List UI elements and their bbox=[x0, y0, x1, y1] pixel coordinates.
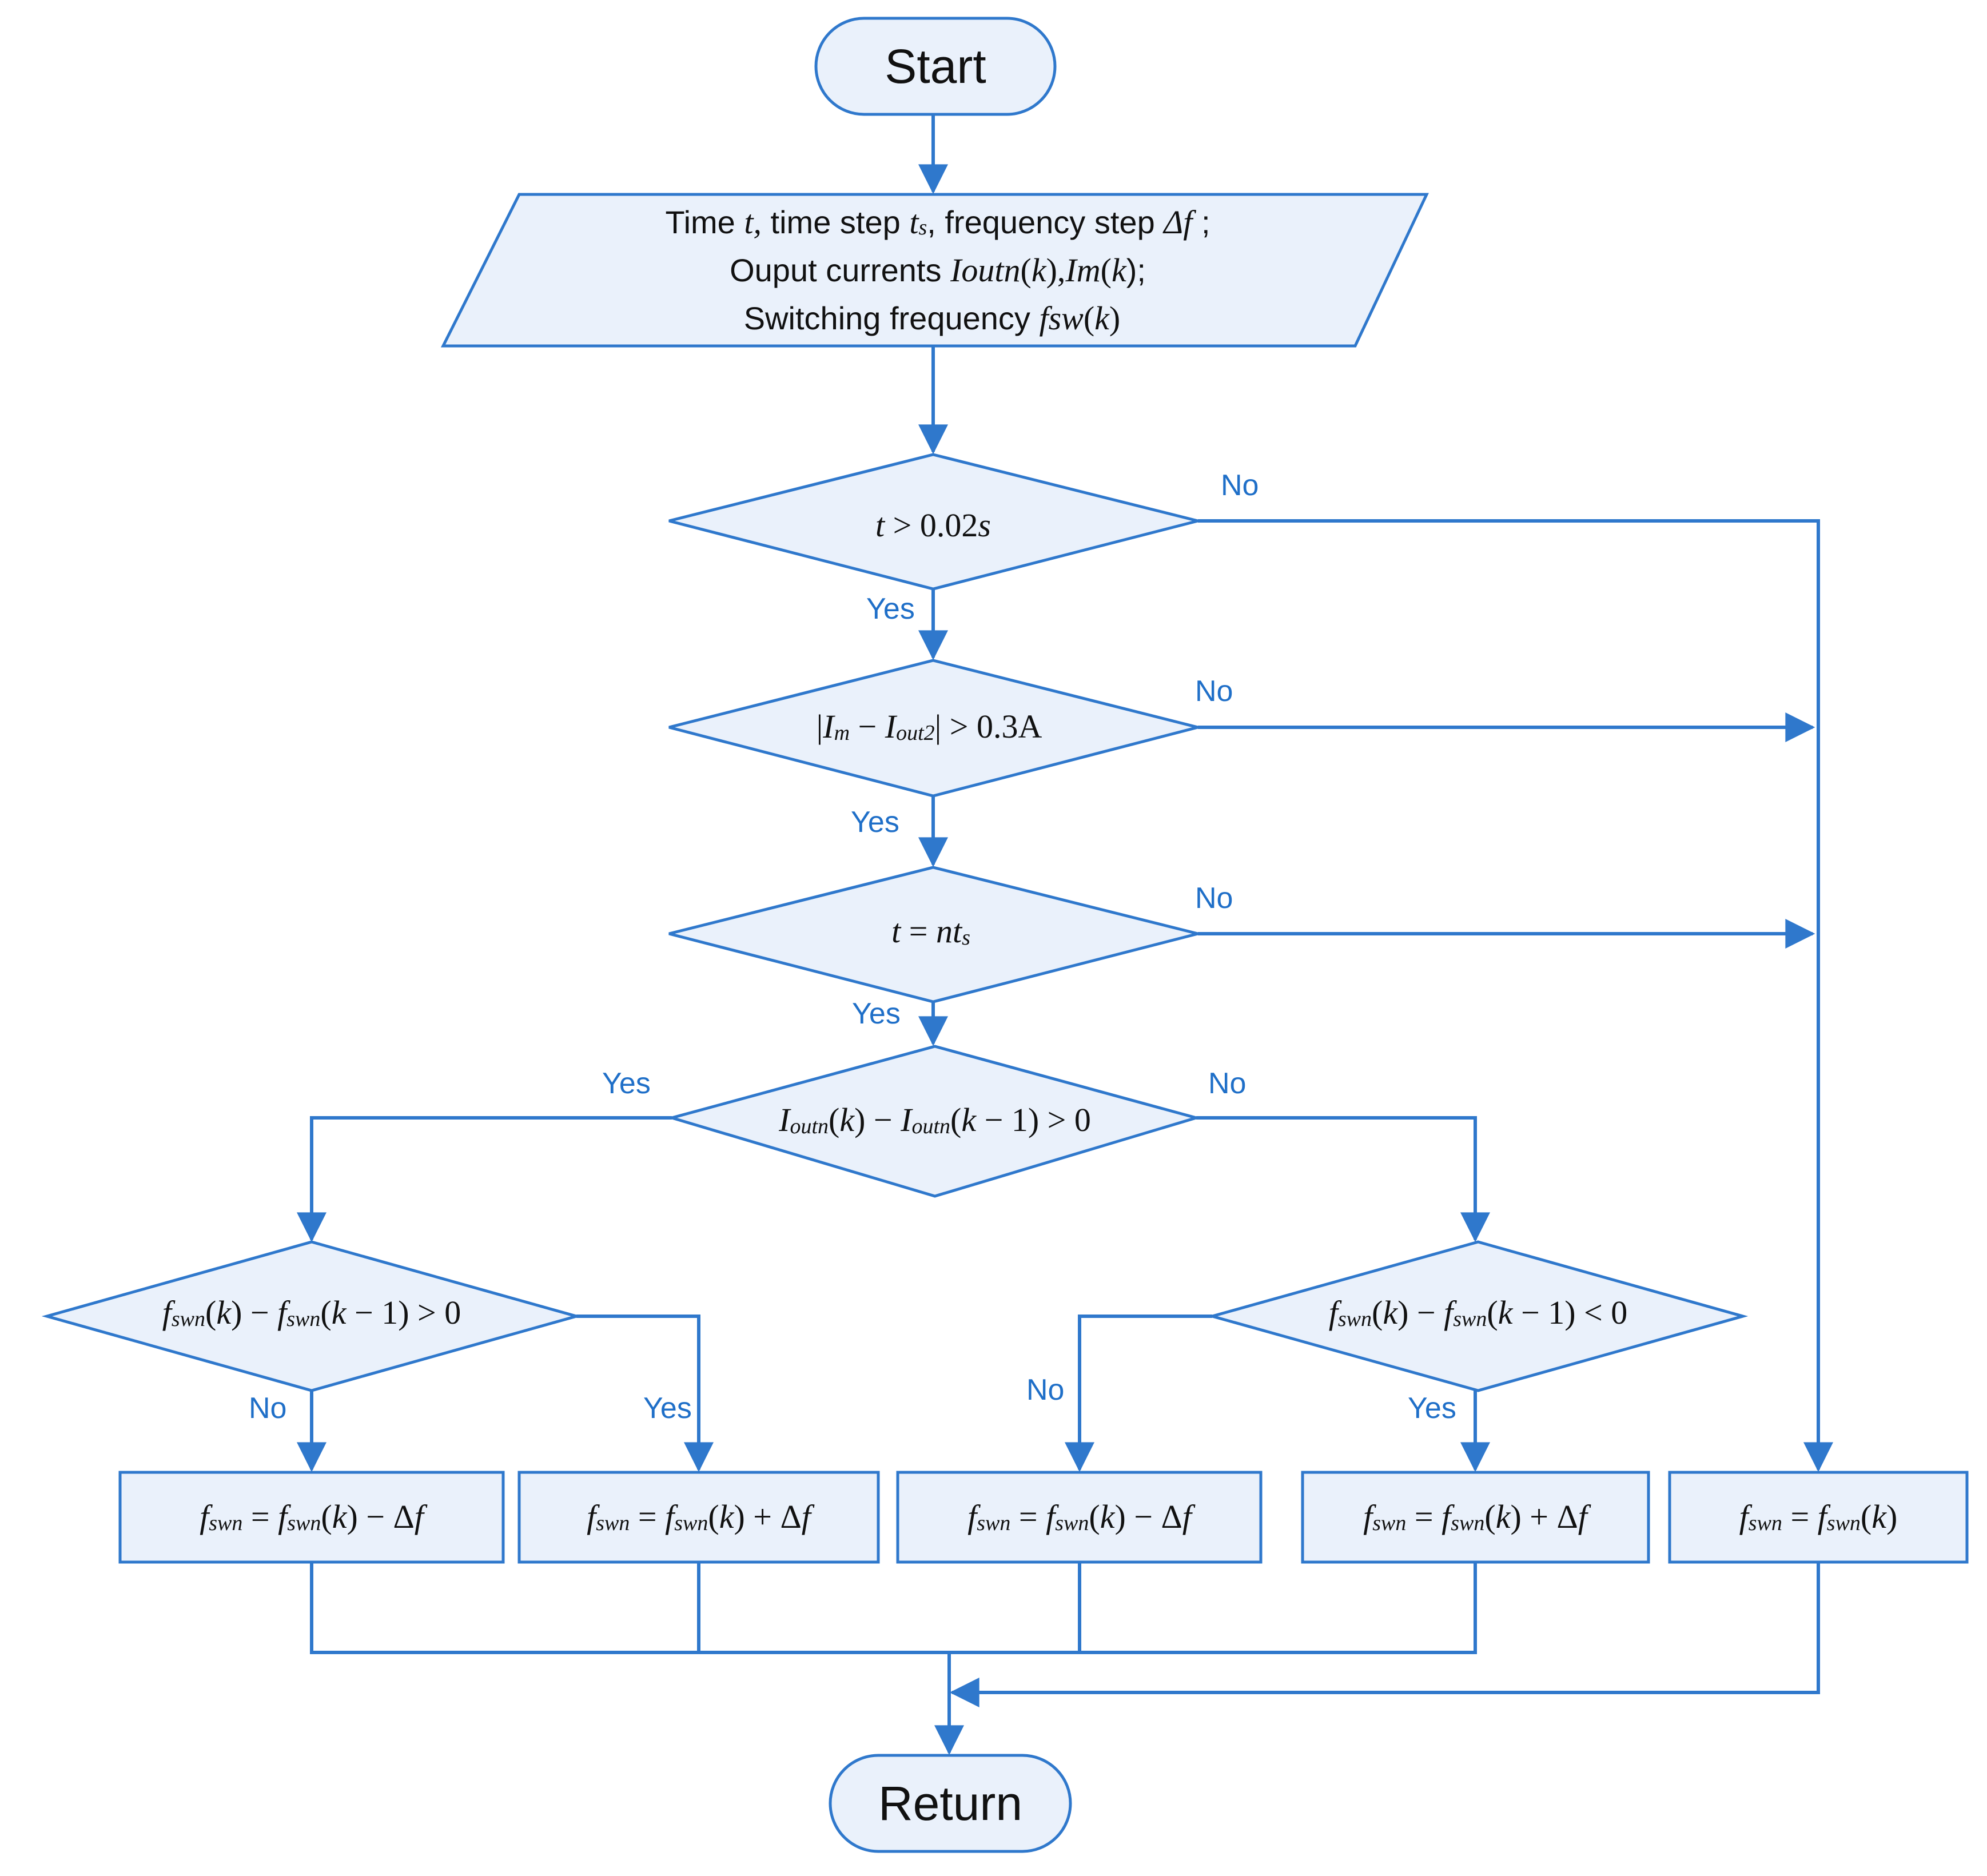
decision-current-error-text: |Im − Iout2| > 0.3A bbox=[817, 708, 1042, 746]
decision-freq-trend-pos: fswn(k) − fswn(k − 1) > 0 bbox=[41, 1240, 582, 1392]
start-terminal: Start bbox=[814, 17, 1057, 116]
label-d4-no: No bbox=[1208, 1067, 1246, 1100]
action-decrease-1-text: fswn = fswn(k) − Δf bbox=[200, 1498, 428, 1536]
return-label: Return bbox=[878, 1777, 1022, 1830]
edge-d5-yes bbox=[576, 1315, 714, 1472]
edge-d4-no bbox=[1196, 1116, 1490, 1242]
decision-freq-trend-neg-text: fswn(k) − fswn(k − 1) < 0 bbox=[1329, 1294, 1627, 1332]
decision-time-check: t > 0.02s bbox=[668, 453, 1198, 591]
connectors bbox=[297, 114, 1833, 1755]
label-d1-yes: Yes bbox=[866, 592, 915, 626]
decision-freq-trend-neg: fswn(k) − fswn(k − 1) < 0 bbox=[1206, 1240, 1749, 1392]
return-shape bbox=[829, 1754, 1072, 1853]
decision-sample-time: t = nts bbox=[668, 866, 1198, 1003]
decision-current-error: |Im − Iout2| > 0.3A bbox=[668, 659, 1198, 798]
decision-shape bbox=[1206, 1240, 1749, 1392]
label-d5-yes: Yes bbox=[643, 1392, 692, 1425]
edge-a5-return bbox=[949, 1562, 1820, 1707]
action-decrease-1: fswn = fswn(k) − Δf bbox=[118, 1471, 505, 1564]
decision-shape bbox=[668, 453, 1198, 591]
decision-time-check-text: t > 0.02s bbox=[875, 507, 991, 544]
return-terminal: Return bbox=[829, 1754, 1072, 1853]
label-d3-yes: Yes bbox=[852, 997, 901, 1030]
decision-shape bbox=[666, 1045, 1202, 1198]
label-d5-no: No bbox=[249, 1392, 286, 1425]
branch-labels: No Yes No Yes No Yes Yes No No Yes No Ye… bbox=[249, 469, 1456, 1425]
decision-freq-trend-pos-text: fswn(k) − fswn(k − 1) > 0 bbox=[162, 1294, 461, 1332]
action-increase-2: fswn = fswn(k) + Δf bbox=[1301, 1471, 1650, 1564]
action-hold-text: fswn = fswn(k) bbox=[1739, 1498, 1898, 1536]
decision-shape bbox=[668, 659, 1198, 798]
label-d2-yes: Yes bbox=[851, 806, 899, 839]
edge-d4-yes bbox=[297, 1116, 672, 1242]
edge-d6-no bbox=[1065, 1315, 1212, 1472]
label-d4-yes: Yes bbox=[602, 1067, 651, 1100]
action-decrease-2: fswn = fswn(k) − Δf bbox=[896, 1471, 1263, 1564]
input-block: Time t, time step ts, frequency step Δf … bbox=[440, 193, 1429, 348]
decision-sample-time-text: t = nts bbox=[891, 913, 970, 950]
decision-current-trend: Ioutn(k) − Ioutn(k − 1) > 0 bbox=[666, 1045, 1202, 1198]
start-shape bbox=[814, 17, 1057, 116]
action-box bbox=[896, 1471, 1263, 1564]
label-d6-yes: Yes bbox=[1408, 1392, 1456, 1425]
input-line-2: Ouput currents Ioutn(k),Im(k); bbox=[730, 252, 1146, 289]
decision-shape bbox=[41, 1240, 582, 1392]
decision-current-trend-text: Ioutn(k) − Ioutn(k − 1) > 0 bbox=[778, 1101, 1091, 1139]
edge-d1-no bbox=[1198, 519, 1833, 1472]
label-d1-no: No bbox=[1221, 469, 1259, 502]
edge-merge-bus bbox=[310, 1562, 1477, 1654]
action-box bbox=[1301, 1471, 1650, 1564]
decision-shape bbox=[668, 866, 1198, 1003]
action-hold: fswn = fswn(k) bbox=[1668, 1471, 1969, 1564]
input-line-1: Time t, time step ts, frequency step Δf … bbox=[665, 204, 1210, 241]
action-increase-1: fswn = fswn(k) + Δf bbox=[517, 1471, 880, 1564]
label-d3-no: No bbox=[1195, 882, 1233, 915]
action-box bbox=[118, 1471, 505, 1564]
action-box bbox=[517, 1471, 880, 1564]
label-d2-no: No bbox=[1195, 675, 1233, 708]
input-parallelogram bbox=[440, 193, 1429, 348]
start-label: Start bbox=[885, 39, 986, 93]
label-d6-no: No bbox=[1026, 1373, 1064, 1407]
action-box bbox=[1668, 1471, 1969, 1564]
input-line-3: Switching frequency fsw(k) bbox=[744, 300, 1121, 337]
